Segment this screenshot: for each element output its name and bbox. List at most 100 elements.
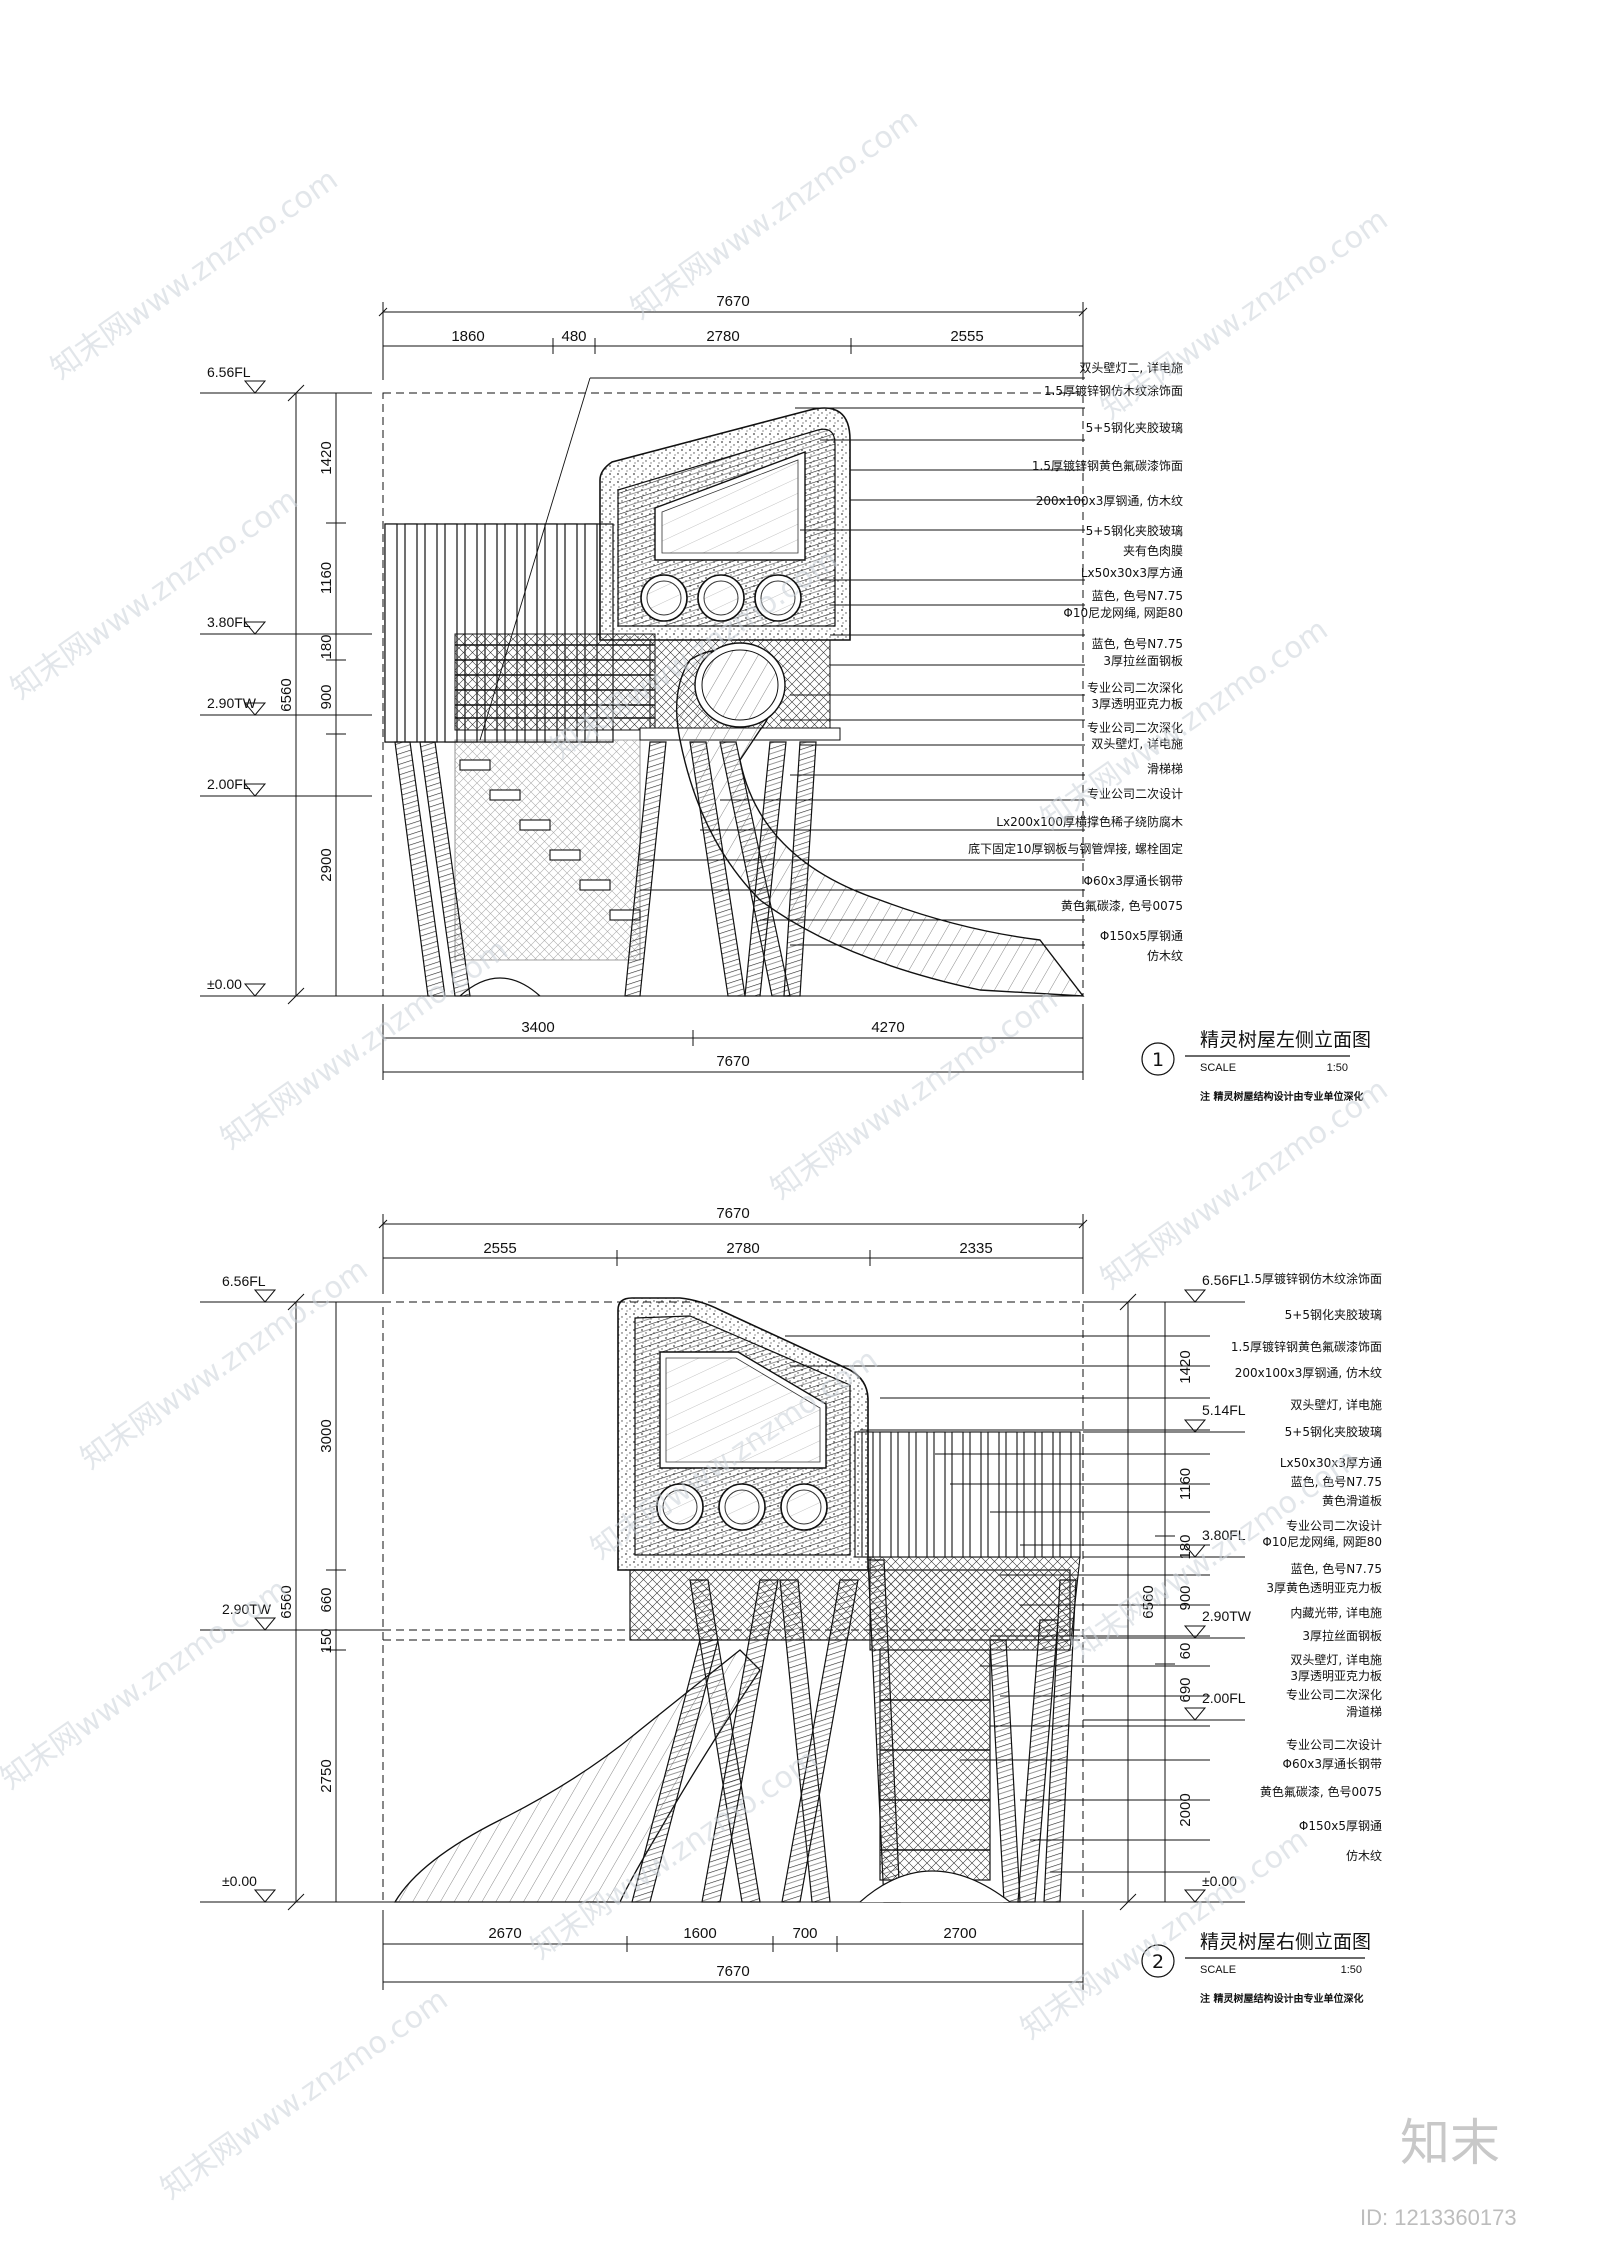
dim-left-seg-1e: 2900 xyxy=(318,848,335,881)
callout-2-14: 3厚拉丝面钢板 xyxy=(1302,1628,1382,1643)
callout-1-3: 1.5厚镀锌钢黄色氟碳漆饰面 xyxy=(1032,459,1183,473)
dim-right-seg-2d: 900 xyxy=(1177,1585,1194,1610)
dim-left-seg-1d: 900 xyxy=(318,684,335,709)
callout-2-4: 双头壁灯, 详电施 xyxy=(1290,1397,1382,1412)
dim-bottom-seg-2d: 2700 xyxy=(943,1925,976,1942)
scale-label-2: SCALE xyxy=(1200,1964,1236,1976)
level-label-1b: 3.80FL xyxy=(207,614,251,630)
level-label-1d: 2.00FL xyxy=(207,776,251,792)
callout-1-13: 3厚透明亚克力板 xyxy=(1091,697,1183,711)
drawing-title-2: 精灵树屋右侧立面图 xyxy=(1200,1931,1371,1953)
dim-top-seg-1a: 1860 xyxy=(451,328,484,345)
dim-bottom-seg-2b: 1600 xyxy=(683,1925,716,1942)
dim-bottom-seg-2a: 2670 xyxy=(488,1925,521,1942)
dim-left-total-2: 6560 xyxy=(278,1585,295,1618)
callout-1-20: Φ60x3厚通长钢带 xyxy=(1084,874,1183,888)
dim-top-total-1: 7670 xyxy=(716,293,749,310)
left-level-label-2a: 6.56FL xyxy=(222,1273,266,1289)
watermark-text: 知末网www.znzmo.com xyxy=(215,932,515,1157)
level-label-1e: ±0.00 xyxy=(207,976,242,992)
elevation-drawing-2: 7670 2555 2780 2335 6560 3000 660 150 27… xyxy=(200,1205,1382,2005)
callout-2-9: 专业公司二次设计 xyxy=(1286,1518,1382,1533)
title-block-1: 1 精灵树屋左侧立面图 SCALE 1:50 注 精灵树屋结构设计由专业单位深化 xyxy=(1141,1029,1371,1103)
dim-bottom-total-2: 7670 xyxy=(716,1963,749,1980)
callout-2-22: Φ150x5厚钢通 xyxy=(1299,1819,1382,1833)
dim-left-seg-2b: 660 xyxy=(318,1587,335,1612)
dim-bottom-seg-2c: 700 xyxy=(792,1925,817,1942)
right-level-label-2b: 5.14FL xyxy=(1202,1402,1246,1418)
dim-top-seg-2b: 2780 xyxy=(726,1240,759,1257)
dim-top-total-2: 7670 xyxy=(716,1205,749,1222)
bottom-dimension-chain-1 xyxy=(382,1004,1084,1080)
left-level-label-2b: 2.90TW xyxy=(222,1601,272,1617)
dim-right-total-2: 6560 xyxy=(1140,1585,1157,1618)
callout-1-2: 5+5钢化夹胶玻璃 xyxy=(1086,420,1183,435)
callout-2-18: 滑道梯 xyxy=(1346,1705,1382,1719)
dim-right-seg-2c: 180 xyxy=(1177,1534,1194,1559)
callout-2-16: 3厚透明亚克力板 xyxy=(1290,1669,1382,1683)
dim-right-seg-2g: 2000 xyxy=(1177,1793,1194,1826)
callout-1-23: 仿木纹 xyxy=(1147,949,1183,963)
drawing-title-1: 精灵树屋左侧立面图 xyxy=(1200,1029,1371,1051)
drawing-number-1: 1 xyxy=(1152,1049,1164,1071)
scale-label-1: SCALE xyxy=(1200,1062,1236,1074)
right-dimension-chain-2 xyxy=(1083,1293,1245,1911)
callout-2-21: 黄色氟碳漆, 色号0075 xyxy=(1260,1785,1382,1799)
watermark-text: 知末网www.znzmo.com xyxy=(1095,1072,1395,1297)
dim-left-seg-2c: 150 xyxy=(318,1628,335,1653)
callout-2-1: 5+5钢化夹胶玻璃 xyxy=(1285,1307,1382,1322)
callout-2-23: 仿木纹 xyxy=(1346,1849,1382,1863)
dim-left-seg-1b: 1160 xyxy=(318,562,335,594)
callout-1-9: Φ10尼龙网绳, 网距80 xyxy=(1063,606,1183,620)
callout-1-6: 夹有色肉膜 xyxy=(1123,544,1183,558)
bottom-dimension-chain-2 xyxy=(382,1910,1084,1990)
level-label-1c: 2.90TW xyxy=(207,695,257,711)
dim-left-total-1: 6560 xyxy=(278,678,295,711)
callout-2-0: 1.5厚镀锌钢仿木纹涂饰面 xyxy=(1243,1271,1382,1286)
callout-1-14: 专业公司二次深化 xyxy=(1087,720,1183,735)
scale-value-2: 1:50 xyxy=(1341,1964,1362,1976)
watermark-text: 知末网www.znzmo.com xyxy=(0,1572,294,1797)
watermark-text: 知末网www.znzmo.com xyxy=(5,482,305,707)
left-level-markers-2 xyxy=(253,1289,277,1903)
dim-bottom-seg-1b: 4270 xyxy=(871,1019,904,1036)
scale-value-1: 1:50 xyxy=(1327,1062,1348,1074)
top-dimension-chain-1 xyxy=(378,302,1088,380)
callout-2-10: Φ10尼龙网绳, 网距80 xyxy=(1262,1535,1382,1549)
left-level-label-2c: ±0.00 xyxy=(222,1873,257,1889)
dim-right-seg-2f: 690 xyxy=(1177,1677,1194,1702)
callout-2-8: 黄色滑道板 xyxy=(1322,1494,1382,1508)
dim-left-seg-2d: 2750 xyxy=(318,1759,335,1792)
top-dimension-chain-2 xyxy=(378,1214,1088,1294)
callout-1-7: Lx50x30x3厚方通 xyxy=(1081,565,1183,580)
right-level-label-2d: 2.90TW xyxy=(1202,1608,1252,1624)
callout-2-5: 5+5钢化夹胶玻璃 xyxy=(1285,1424,1382,1439)
callout-1-15: 双头壁灯, 详电施 xyxy=(1091,736,1183,751)
leader-lines-1 xyxy=(479,377,1085,946)
callout-1-12: 专业公司二次深化 xyxy=(1087,680,1183,695)
callout-2-11: 蓝色, 色号N7.75 xyxy=(1291,1562,1382,1576)
right-level-label-2e: 2.00FL xyxy=(1202,1690,1246,1706)
callout-2-7: 蓝色, 色号N7.75 xyxy=(1291,1475,1382,1489)
dim-left-seg-1a: 1420 xyxy=(318,441,335,474)
callout-2-19: 专业公司二次设计 xyxy=(1286,1737,1382,1752)
structure-note-2: 注 精灵树屋结构设计由专业单位深化 xyxy=(1200,1992,1363,2005)
callout-1-21: 黄色氟碳漆, 色号0075 xyxy=(1061,899,1183,913)
right-level-label-2c: 3.80FL xyxy=(1202,1527,1246,1543)
callout-1-10: 蓝色, 色号N7.75 xyxy=(1092,637,1183,651)
dim-top-seg-1d: 2555 xyxy=(950,328,983,345)
watermark-text: 知末网www.znzmo.com xyxy=(765,982,1065,1207)
callout-1-18: Lx200x100厚横撑色稀子绕防腐木 xyxy=(996,814,1183,829)
title-block-2: 2 精灵树屋右侧立面图 SCALE 1:50 注 精灵树屋结构设计由专业单位深化 xyxy=(1141,1931,1371,2005)
callout-1-22: Φ150x5厚钢通 xyxy=(1100,929,1183,943)
watermark-text: 知末网www.znzmo.com xyxy=(45,162,345,387)
right-level-label-2a: 6.56FL xyxy=(1202,1272,1246,1288)
dim-right-seg-2e: 60 xyxy=(1177,1643,1194,1660)
callout-1-1: 1.5厚镀锌钢仿木纹涂饰面 xyxy=(1044,383,1183,398)
site-logo: 知末 xyxy=(1400,2114,1500,2172)
dim-left-seg-2a: 3000 xyxy=(318,1419,335,1452)
watermark-text: 知末网www.znzmo.com xyxy=(155,1982,455,2207)
callout-2-17: 专业公司二次深化 xyxy=(1286,1687,1382,1702)
right-level-label-2f: ±0.00 xyxy=(1202,1873,1237,1889)
